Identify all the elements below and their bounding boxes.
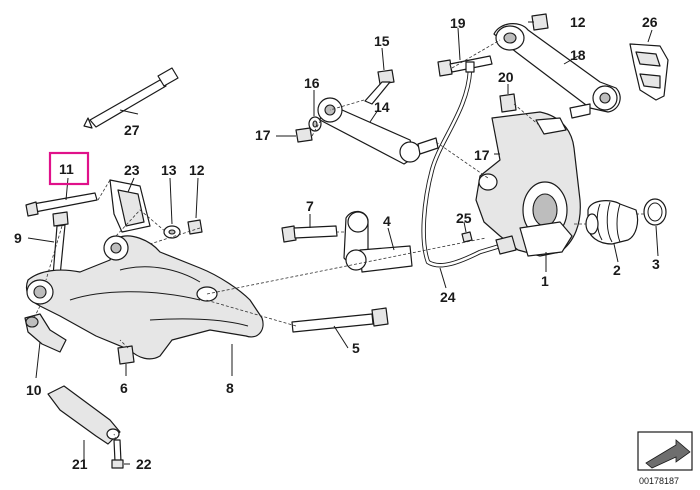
callout-26: 26 — [642, 14, 658, 30]
part-23-bracket — [109, 179, 151, 233]
part-3-circlip — [643, 198, 667, 226]
callout-17-right: 17 — [474, 147, 490, 163]
callout-27: 27 — [124, 122, 140, 138]
part-1-wheel-carrier — [475, 111, 581, 257]
assembly-lines — [33, 39, 644, 441]
part-7-bolt — [281, 225, 338, 243]
part-9-bolt — [52, 211, 69, 277]
callout-14: 14 — [374, 99, 390, 115]
callout-25: 25 — [456, 210, 472, 226]
arrow-icon — [645, 439, 691, 469]
part-6-nut — [117, 345, 135, 365]
callout-11: 11 — [59, 161, 74, 177]
part-22-bolt — [111, 439, 124, 469]
part-25-screw — [461, 231, 473, 243]
callout-17-left: 17 — [255, 127, 271, 143]
callouts: 11 27 23 13 12 9 10 6 8 21 22 7 4 5 15 1… — [14, 14, 660, 472]
part-20-bushing — [499, 93, 517, 113]
part-17-nut-left — [295, 127, 313, 143]
callout-13: 13 — [161, 162, 177, 178]
part-11-bolt — [25, 192, 98, 217]
callout-6: 6 — [120, 380, 128, 396]
callout-12-left: 12 — [189, 162, 205, 178]
part-27-cable-tie — [83, 67, 179, 129]
part-18-upper-control-arm — [493, 23, 621, 119]
callout-10: 10 — [26, 382, 42, 398]
callout-20: 20 — [498, 69, 514, 85]
callout-23: 23 — [124, 162, 140, 178]
leader-lines — [27, 21, 659, 465]
part-21-bracket — [47, 385, 121, 445]
part-4-link — [343, 210, 413, 273]
part-26-clip — [629, 43, 669, 101]
callout-8: 8 — [226, 380, 234, 396]
callout-5: 5 — [352, 340, 360, 356]
callout-4: 4 — [383, 213, 391, 229]
document-badge: 00178187 — [637, 431, 693, 486]
part-19-bolt — [437, 55, 493, 77]
part-12-nut-top — [531, 13, 549, 31]
callout-1: 1 — [541, 273, 549, 289]
highlight-box-11 — [48, 151, 90, 186]
part-12-nut-left — [187, 219, 203, 235]
part-5-bolt — [291, 307, 389, 333]
document-number: 00178187 — [639, 476, 679, 486]
callout-15: 15 — [374, 33, 390, 49]
part-15-bolt — [364, 69, 395, 105]
part-8-lower-control-arm — [25, 235, 264, 360]
callout-7: 7 — [306, 198, 314, 214]
callout-18: 18 — [570, 47, 586, 63]
part-10-rubber-mount — [24, 313, 67, 353]
callout-19: 19 — [450, 15, 466, 31]
callout-2: 2 — [613, 262, 621, 278]
callout-24: 24 — [440, 289, 456, 305]
part-24-sensor-wire — [421, 61, 517, 268]
part-2-boot — [585, 200, 639, 245]
callout-21: 21 — [72, 456, 88, 472]
callout-12-top: 12 — [570, 14, 586, 30]
callout-3: 3 — [652, 256, 660, 272]
callout-16: 16 — [304, 75, 320, 91]
callout-22: 22 — [136, 456, 152, 472]
callout-9: 9 — [14, 230, 22, 246]
